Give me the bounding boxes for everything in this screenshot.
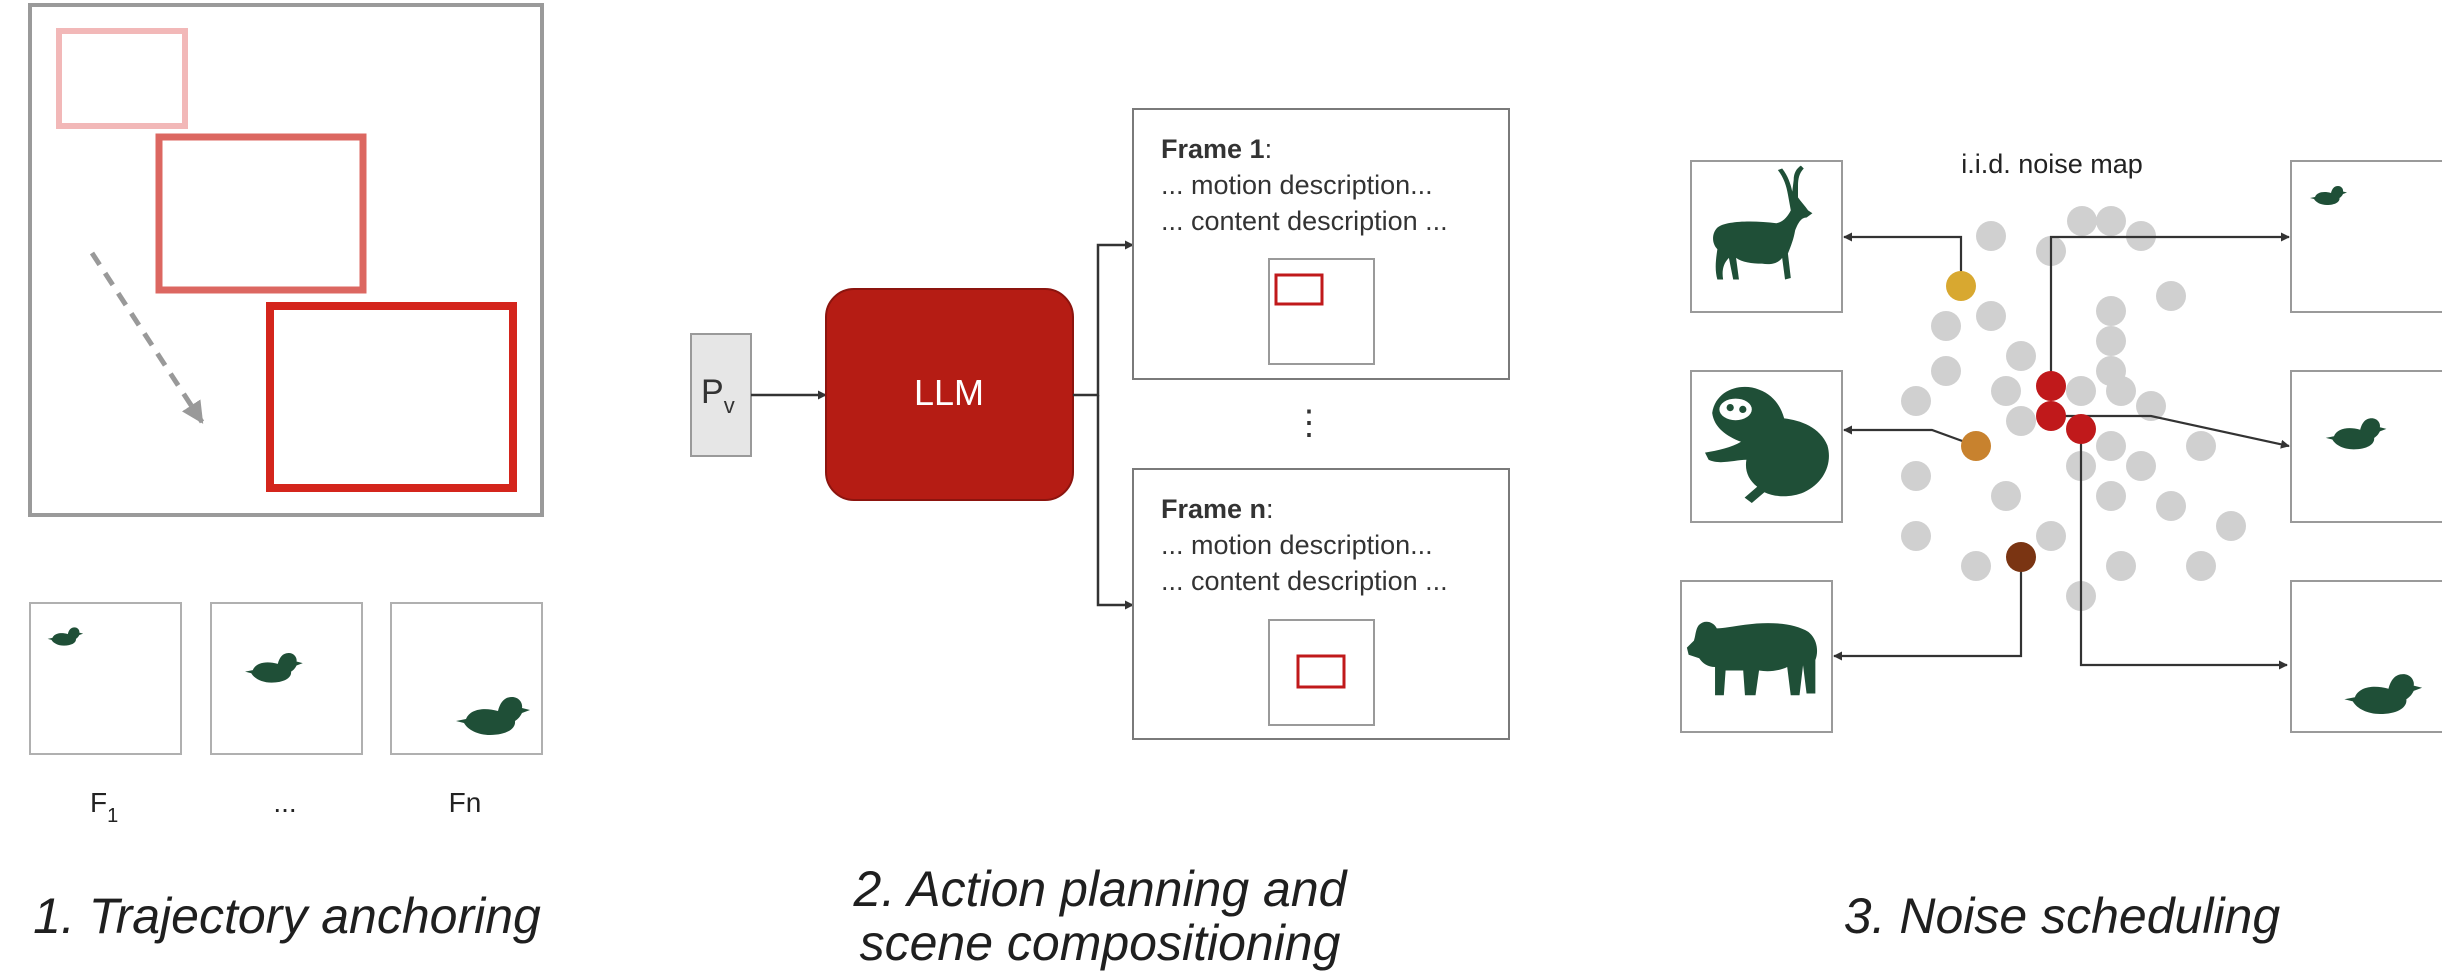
- noise-point: [2156, 491, 2186, 521]
- frame-label-middle: ...: [273, 787, 296, 818]
- duck-tile-1: [2290, 160, 2442, 313]
- noise-point: [2096, 481, 2126, 511]
- arrow-red-to-duck1: [2049, 232, 2290, 386]
- llm-to-frame1-arrow: [1073, 240, 1134, 397]
- frame-thumb-1: [29, 602, 182, 755]
- noise-scheduling-section: i.i.d. noise map 3. Noise scheduling: [1680, 149, 2442, 944]
- noise-point: [2006, 406, 2036, 436]
- section1-caption: 1. Trajectory anchoring: [33, 888, 541, 944]
- noise-point: [1976, 301, 2006, 331]
- noise-point: [2156, 281, 2186, 311]
- pv-box: [690, 333, 752, 457]
- frame-card-bbox: [1274, 273, 1324, 306]
- frame-card-bbox: [1296, 654, 1346, 689]
- vertical-ellipsis: ⋮: [1292, 404, 1326, 442]
- noise-point: [1901, 521, 1931, 551]
- noise-point: [2067, 206, 2097, 236]
- noise-point-brown: [2006, 542, 2036, 572]
- frame-label-last: Fn: [449, 787, 482, 818]
- action-planning-section: Pv LLM Frame 1: ... motion description..…: [690, 108, 1510, 971]
- svg-text:Frame n:: Frame n:: [1161, 494, 1274, 524]
- anchor-canvas: [28, 3, 544, 517]
- frame-card-title: Frame n: [1161, 494, 1266, 524]
- anchor-box-early: [56, 28, 188, 129]
- frame-card-title: Frame 1: [1161, 134, 1265, 164]
- noise-point: [1931, 356, 1961, 386]
- noise-point: [2066, 376, 2096, 406]
- noise-point: [1991, 481, 2021, 511]
- noise-point: [1961, 551, 1991, 581]
- section2-caption-line1: 2. Action planning and: [853, 861, 1349, 917]
- noise-point: [1931, 311, 1961, 341]
- noise-point: [2036, 521, 2066, 551]
- frame-card-n: Frame n: ... motion description... ... c…: [1132, 468, 1510, 740]
- noise-point: [2186, 431, 2216, 461]
- noise-point: [1901, 386, 1931, 416]
- noise-point: [2136, 391, 2166, 421]
- noise-point: [2096, 326, 2126, 356]
- frame-thumb-n: [390, 602, 543, 755]
- arrow-brown-to-bear: [1833, 557, 2023, 661]
- pv-label: Pv: [701, 373, 735, 418]
- noise-point: [2106, 376, 2136, 406]
- frame-card-1: Frame 1: ... motion description... ... c…: [1132, 108, 1510, 380]
- frame-card-content: ... content description ...: [1161, 206, 1448, 236]
- anchor-box-middle: [155, 133, 367, 294]
- noise-map: [1901, 206, 2246, 611]
- noise-point: [2096, 206, 2126, 236]
- section2-caption-line2: scene compositioning: [860, 915, 1341, 971]
- noise-point: [1901, 461, 1931, 491]
- svg-text:Frame 1:: Frame 1:: [1161, 134, 1272, 164]
- noise-point-red: [2036, 401, 2066, 431]
- noise-map-label: i.i.d. noise map: [1961, 149, 2143, 179]
- frame-card-content: ... content description ...: [1161, 566, 1448, 596]
- llm-label: LLM: [914, 372, 984, 413]
- trajectory-anchoring-section: F1 ... Fn 1. Trajectory anchoring: [28, 3, 544, 944]
- noise-point-gold: [1946, 271, 1976, 301]
- llm-to-framen-arrow: [1096, 395, 1134, 610]
- noise-point: [2006, 341, 2036, 371]
- trajectory-arrow: [89, 251, 205, 424]
- arrow-red-to-duck3: [2079, 429, 2288, 670]
- frame-card-motion: ... motion description...: [1161, 530, 1433, 560]
- frame-label-first: F1: [90, 787, 118, 827]
- anchor-box-late: [266, 302, 517, 492]
- noise-point: [2216, 511, 2246, 541]
- noise-point-red: [2036, 371, 2066, 401]
- selected-noise-points: [1946, 271, 2096, 572]
- noise-point: [2106, 551, 2136, 581]
- section3-caption: 3. Noise scheduling: [1844, 888, 2281, 944]
- arrow-orange-to-sloth: [1843, 425, 1977, 448]
- noise-point-red: [2066, 414, 2096, 444]
- frame-card-motion: ... motion description...: [1161, 170, 1433, 200]
- noise-point: [2096, 431, 2126, 461]
- frame-card-layout-preview: [1268, 619, 1375, 726]
- noise-point: [1991, 376, 2021, 406]
- noise-point-orange: [1961, 431, 1991, 461]
- noise-point: [2096, 296, 2126, 326]
- noise-point: [2186, 551, 2216, 581]
- noise-point: [1976, 221, 2006, 251]
- noise-point: [2126, 451, 2156, 481]
- arrow-gold-to-deer: [1843, 232, 1963, 286]
